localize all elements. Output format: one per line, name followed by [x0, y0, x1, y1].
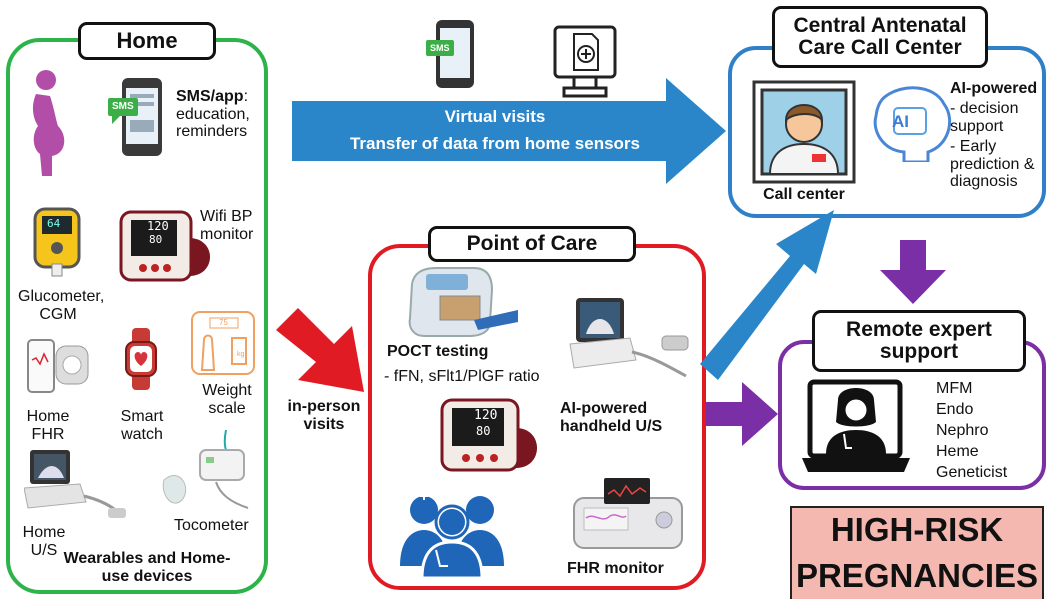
phone-sms-icon [426, 20, 474, 88]
sms-app-label: SMS/app: education, reminders [176, 88, 268, 141]
ai-powered-title: AI-powered [950, 80, 1038, 97]
wifi-bp-label: Wifi BP monitor [200, 208, 254, 243]
doctor-portrait-icon [752, 80, 856, 184]
in-person-label: in-person visits [287, 398, 361, 433]
poc-bp-dia: 80 [476, 424, 491, 438]
tocometer-icon [162, 430, 249, 509]
sms-app-bold: SMS/app [176, 88, 244, 105]
bp-reading-sys: 120 [147, 219, 169, 233]
right-purple-arrow [706, 382, 778, 446]
home-fhr-icon [27, 339, 89, 393]
poct-title: POCT testing [387, 343, 489, 360]
smart-watch-icon [125, 328, 157, 390]
top-sms-badge: SMS [430, 43, 450, 53]
ai-brain-icon [873, 86, 952, 162]
handheld-us-icon [569, 298, 689, 378]
banner-line2: PREGNANCIES [795, 557, 1039, 594]
home-us-label: Home U/S [22, 524, 66, 559]
weight-scale-icon [191, 311, 255, 375]
down-purple-arrow [880, 240, 946, 304]
ai-item-early: - Early prediction & diagnosis [950, 138, 1035, 191]
ai-us-label: AI-powered handheld U/S [560, 400, 663, 435]
fhr-monitor-icon [573, 478, 683, 549]
smart-watch-label: Smart watch [120, 408, 164, 443]
in-person-arrow [276, 308, 364, 392]
weight-scale-label: Weight scale [202, 382, 252, 417]
fhr-monitor-label: FHR monitor [567, 560, 664, 577]
expert-mfm: MFM [936, 380, 973, 397]
poct-detail: - fFN, sFlt1/PlGF ratio [384, 368, 540, 385]
glucometer-label: Glucometer, CGM [18, 288, 105, 323]
sms-phone-icon [108, 78, 162, 156]
glucometer-icon [33, 207, 81, 277]
virtual-visits-arrow [292, 78, 726, 184]
poc-bp-sys: 120 [474, 408, 498, 423]
high-risk-banner [790, 506, 1044, 599]
poc-bp-monitor-icon [440, 398, 537, 472]
poct-analyzer-icon [408, 267, 518, 337]
medical-team-icon [400, 492, 504, 578]
sms-badge: SMS [112, 101, 134, 112]
virtual-visits-line1: Virtual visits [444, 107, 546, 126]
tocometer-label: Tocometer [174, 517, 249, 534]
bp-monitor-icon [119, 210, 210, 282]
expert-geneticist: Geneticist [936, 464, 1008, 481]
wearables-label: Wearables and Home-use devices [63, 550, 231, 585]
escalation-arrow [700, 210, 834, 380]
ai-badge: AI [892, 112, 909, 131]
home-fhr-label: Home FHR [26, 408, 70, 443]
sms-app-rest: : education, reminders [176, 88, 250, 141]
call-center-label: Call center [763, 186, 845, 203]
scale-reading: 75 [219, 318, 228, 327]
call-center-title: Central Antenatal Care Call Center [772, 6, 988, 68]
scale-unit: kg [237, 351, 245, 358]
home-title: Home [78, 22, 216, 60]
medical-monitor-icon [553, 25, 617, 98]
virtual-visits-line2: Transfer of data from home sensors [349, 134, 641, 153]
remote-expert-title: Remote expert support [812, 310, 1026, 372]
home-us-icon [24, 450, 126, 518]
remote-doctor-laptop-icon [802, 379, 910, 472]
expert-endo: Endo [936, 401, 974, 418]
point-of-care-title: Point of Care [428, 226, 636, 262]
expert-nephro: Nephro [936, 422, 989, 439]
bp-reading-dia: 80 [149, 233, 163, 246]
ai-item-decision: - decision support [950, 100, 1019, 135]
pregnant-woman-icon [32, 70, 65, 176]
glucometer-reading: 64 [47, 217, 61, 230]
banner-line1: HIGH-RISK [830, 511, 1004, 548]
expert-heme: Heme [936, 443, 979, 460]
